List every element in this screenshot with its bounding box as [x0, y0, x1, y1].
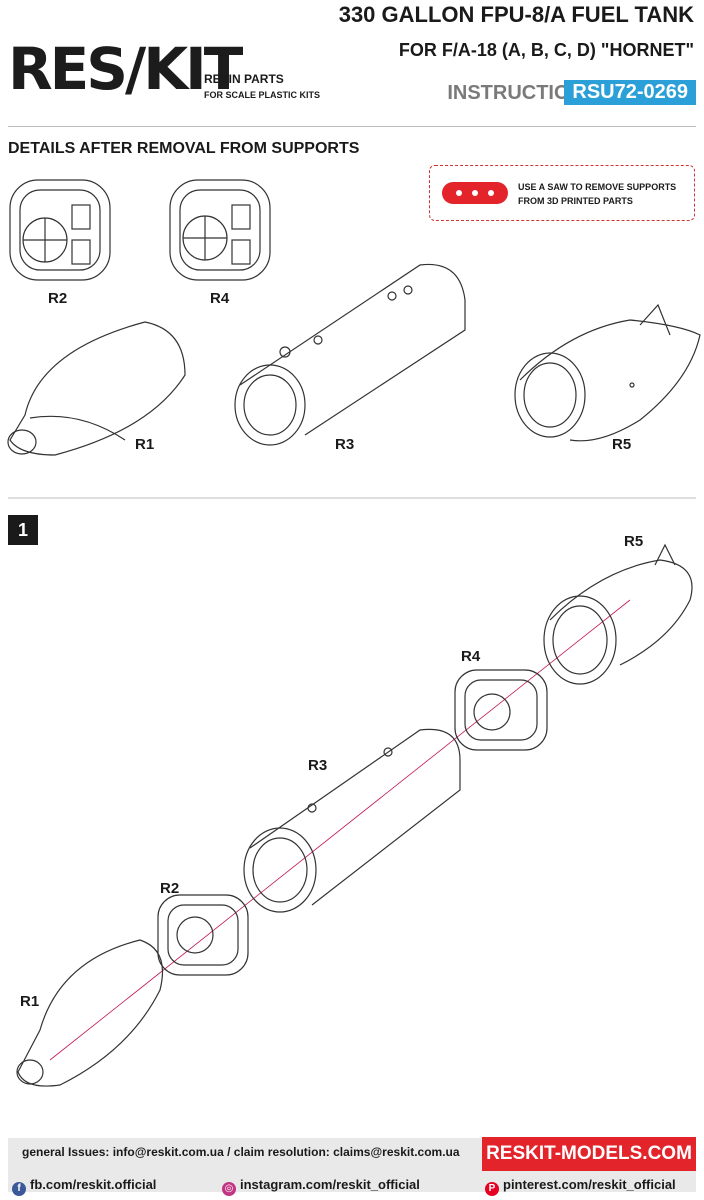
label-r4: R4 [210, 290, 230, 307]
step-label-r1: R1 [20, 993, 40, 1010]
step-number-badge: 1 [8, 515, 38, 545]
label-r3: R3 [335, 436, 355, 453]
assembly-r2 [157, 894, 249, 976]
divider-top [8, 126, 696, 127]
part-r5-drawing [514, 303, 701, 442]
assembly-r4 [454, 669, 548, 751]
part-r3-drawing [234, 263, 466, 446]
part-r1-drawing [7, 321, 186, 456]
logo-subtitle-kits: FOR SCALE PLASTIC KITS [204, 90, 321, 100]
assembly-r3 [243, 728, 461, 913]
step-label-r4: R4 [461, 648, 481, 665]
step-label-r2: R2 [160, 880, 180, 897]
section-title: DETAILS AFTER REMOVAL FROM SUPPORTS [8, 140, 360, 157]
note-line-1: USE A SAW TO REMOVE SUPPORTS [518, 182, 677, 192]
pinterest-icon: P [485, 1182, 499, 1196]
reskit-logo: RES/KIT [8, 35, 243, 103]
saw-note: USE A SAW TO REMOVE SUPPORTS FROM 3D PRI… [429, 165, 695, 221]
assembly-r1 [16, 939, 164, 1087]
assembly-r5 [543, 543, 693, 685]
website-link[interactable]: RESKIT-MODELS.COM [482, 1137, 696, 1171]
label-r2: R2 [48, 290, 68, 307]
label-r1: R1 [135, 436, 155, 453]
note-line-2: FROM 3D PRINTED PARTS [518, 196, 633, 206]
part-r2-drawing [9, 179, 111, 281]
instagram-icon: ◎ [222, 1182, 236, 1196]
product-title: 330 GALLON FPU-8/A FUEL TANK [338, 2, 694, 27]
step-label-r3: R3 [308, 757, 328, 774]
facebook-icon: f [12, 1182, 26, 1196]
label-r5: R5 [612, 436, 632, 453]
step-label-r5: R5 [624, 533, 644, 550]
product-subtitle: FOR F/A-18 (A, B, C, D) "HORNET" [398, 40, 694, 60]
product-code-badge: RSU72-0269 [564, 80, 696, 105]
footer-contacts: general Issues: info@reskit.com.ua / cla… [22, 1145, 460, 1159]
logo-subtitle-resin: RESIN PARTS [204, 72, 284, 86]
supports-marker-icon [442, 182, 508, 204]
instruction-label: INSTRUCTION [447, 82, 584, 104]
assembly-axis [49, 599, 631, 1061]
instagram-link[interactable]: ◎instagram.com/reskit_official [222, 1177, 420, 1196]
part-r4-drawing [169, 179, 271, 281]
